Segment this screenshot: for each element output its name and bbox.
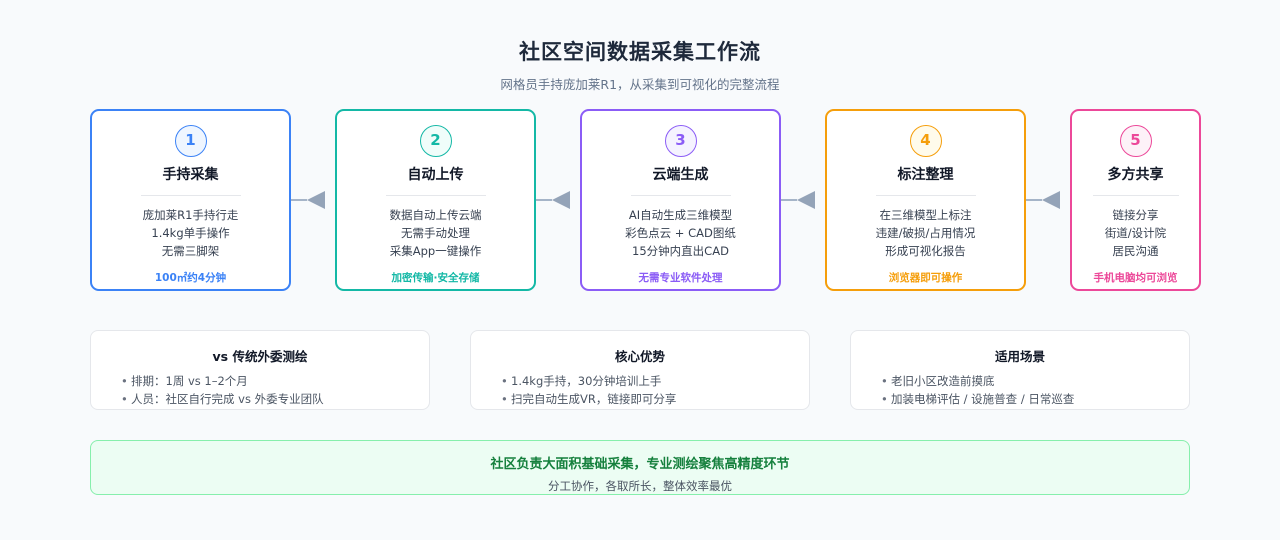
info-card-comparison: vs 传统外委测绘 •排期：1周 vs 1–2个月 •人员：社区自行完成 vs … [90, 330, 430, 410]
step-detail: 数据自动上传云端 [389, 208, 482, 222]
list-item-text: 加装电梯评估 / 设施普查 / 日常巡查 [891, 392, 1075, 406]
bullet-icon: • [501, 392, 508, 406]
step-tag: 加密传输·安全存储 [391, 272, 480, 284]
step-detail: 居民沟通 [1112, 244, 1159, 258]
step-card-capture: 1 手持采集 庞加莱R1手持行走 1.4kg单手操作 无需三脚架 100㎡约4分… [90, 109, 291, 291]
step-title: 多方共享 [1107, 167, 1164, 183]
info-title: vs 传统外委测绘 [212, 349, 308, 364]
step-divider [1092, 195, 1179, 196]
connector-line [781, 199, 797, 201]
step-number: 5 [1119, 125, 1152, 157]
step-detail: 庞加莱R1手持行走 [142, 208, 239, 222]
bullet-icon: • [121, 392, 128, 406]
step-divider [140, 195, 241, 196]
step-detail: 彩色点云 + CAD图纸 [625, 226, 736, 240]
list-item: •1.4kg手持，30分钟培训上手 [501, 372, 809, 390]
step-number: 4 [909, 125, 942, 157]
list-item: •人员：社区自行完成 vs 外委专业团队 [121, 390, 429, 408]
list-item: •扫完自动生成VR，链接即可分享 [501, 390, 809, 408]
step-detail: 形成可视化报告 [885, 244, 966, 258]
step-detail: 采集App一键操作 [389, 244, 482, 258]
step-card-share: 5 多方共享 链接分享 街道/设计院 居民沟通 手机电脑均可浏览 [1070, 109, 1201, 291]
step-detail: 违建/破损/占用情况 [875, 226, 976, 240]
step-number: 3 [664, 125, 697, 157]
step-detail: 15分钟内直出CAD [632, 244, 729, 258]
step-detail: 街道/设计院 [1104, 226, 1167, 240]
connector-line [1026, 199, 1042, 201]
list-item-text: 人员：社区自行完成 vs 外委专业团队 [131, 392, 324, 406]
list-item: •加装电梯评估 / 设施普查 / 日常巡查 [881, 390, 1189, 408]
step-tag: 100㎡约4分钟 [154, 272, 227, 284]
list-item-text: 扫完自动生成VR，链接即可分享 [511, 392, 677, 406]
connector-line [536, 199, 552, 201]
step-title: 标注整理 [897, 167, 954, 183]
summary-banner: 社区负责大面积基础采集，专业测绘聚焦高精度环节 分工协作，各取所长，整体效率最优 [90, 440, 1190, 495]
bullet-icon: • [881, 392, 888, 406]
info-card-advantages: 核心优势 •1.4kg手持，30分钟培训上手 •扫完自动生成VR，链接即可分享 [470, 330, 810, 410]
banner-title: 社区负责大面积基础采集，专业测绘聚焦高精度环节 [490, 457, 790, 472]
step-detail: 链接分享 [1112, 208, 1159, 222]
bullet-icon: • [501, 374, 508, 388]
page-subtitle: 网格员手持庞加莱R1，从采集到可视化的完整流程 [500, 77, 780, 92]
banner-subtitle: 分工协作，各取所长，整体效率最优 [548, 479, 732, 493]
step-title: 手持采集 [162, 167, 219, 183]
arrow-left-icon [1042, 191, 1060, 209]
header: 社区空间数据采集工作流 网格员手持庞加莱R1，从采集到可视化的完整流程 [0, 36, 1280, 93]
step-divider [630, 195, 731, 196]
step-divider [385, 195, 486, 196]
info-title: 适用场景 [994, 349, 1045, 364]
list-item: •排期：1周 vs 1–2个月 [121, 372, 429, 390]
list-item-text: 1.4kg手持，30分钟培训上手 [511, 374, 662, 388]
step-title: 自动上传 [407, 167, 464, 183]
step-card-upload: 2 自动上传 数据自动上传云端 无需手动处理 采集App一键操作 加密传输·安全… [335, 109, 536, 291]
list-item-text: 排期：1周 vs 1–2个月 [131, 374, 248, 388]
step-detail: 在三维模型上标注 [879, 208, 972, 222]
bullet-icon: • [121, 374, 128, 388]
step-divider [875, 195, 976, 196]
step-tag: 手机电脑均可浏览 [1093, 272, 1178, 284]
step-number: 1 [174, 125, 207, 157]
arrow-left-icon [307, 191, 325, 209]
arrow-left-icon [552, 191, 570, 209]
step-tag: 无需专业软件处理 [638, 272, 723, 284]
step-number: 2 [419, 125, 452, 157]
step-detail: 1.4kg单手操作 [151, 226, 230, 240]
step-detail: AI自动生成三维模型 [628, 208, 733, 222]
step-tag: 浏览器即可操作 [888, 272, 963, 284]
bullet-icon: • [881, 374, 888, 388]
step-card-annotate: 4 标注整理 在三维模型上标注 违建/破损/占用情况 形成可视化报告 浏览器即可… [825, 109, 1026, 291]
info-title: 核心优势 [614, 349, 665, 364]
arrow-left-icon [797, 191, 815, 209]
page-title: 社区空间数据采集工作流 [519, 40, 761, 64]
step-detail: 无需手动处理 [401, 226, 470, 240]
list-item-text: 老旧小区改造前摸底 [891, 374, 995, 388]
list-item: •老旧小区改造前摸底 [881, 372, 1189, 390]
step-card-cloud: 3 云端生成 AI自动生成三维模型 彩色点云 + CAD图纸 15分钟内直出CA… [580, 109, 781, 291]
info-card-scenarios: 适用场景 •老旧小区改造前摸底 •加装电梯评估 / 设施普查 / 日常巡查 [850, 330, 1190, 410]
step-detail: 无需三脚架 [161, 244, 220, 258]
connector-line [291, 199, 307, 201]
step-title: 云端生成 [652, 167, 709, 183]
